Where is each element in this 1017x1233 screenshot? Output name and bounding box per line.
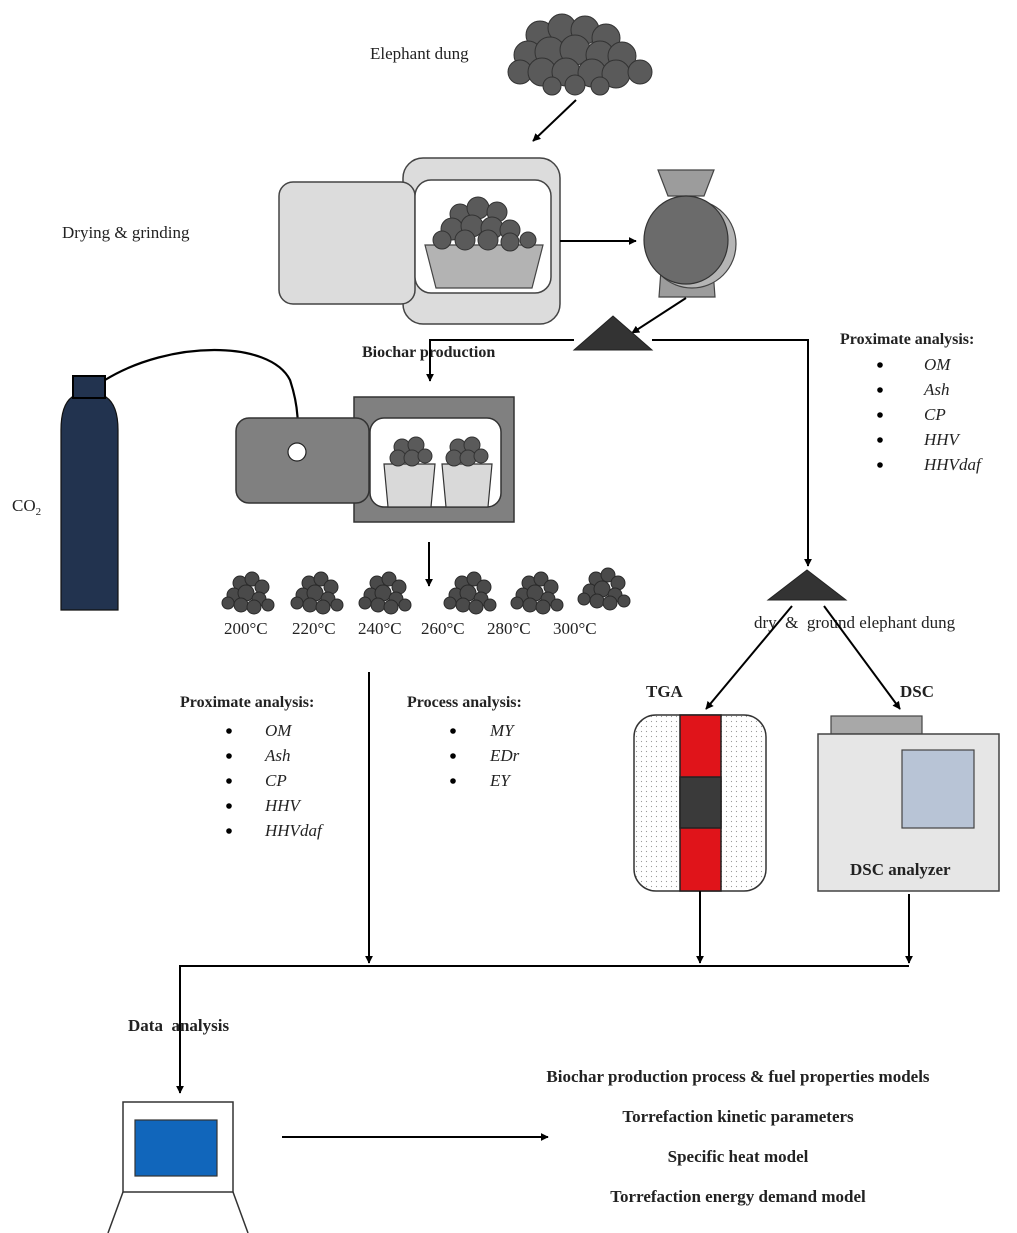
proximate-left-item: Ash (264, 746, 291, 765)
proximate-left-item: CP (265, 771, 287, 790)
elephant-dung-label: Elephant dung (370, 44, 469, 63)
dsc-instrument (817, 715, 1000, 892)
dsc-analyzer-label: DSC analyzer (850, 860, 951, 879)
grinder-mill (643, 169, 737, 298)
arrow-splitter-to-tga (705, 605, 793, 710)
proximate-right-item: CP (924, 405, 946, 424)
data-analysis-label: Data analysis (128, 1016, 229, 1035)
co2-cylinder (60, 375, 119, 611)
proximate-analysis-left: Proximate analysis: OM Ash CP HHV HHVdaf (180, 694, 324, 840)
proximate-right-item: OM (924, 355, 951, 374)
proximate-left-item: HHVdaf (264, 821, 324, 840)
proximate-right-item: HHV (923, 430, 962, 449)
temperature-label: 220°C (292, 619, 336, 638)
dry-ground-dung-label: dry & ground elephant dung (754, 613, 956, 632)
drying-oven (278, 157, 561, 325)
model-outputs: Biochar production process & fuel proper… (546, 1067, 930, 1206)
proximate-analysis-right: Proximate analysis: OM Ash CP HHV HHVdaf (840, 331, 983, 474)
line-splitter-to-analysis (652, 339, 812, 567)
computer (107, 1101, 249, 1233)
process-analysis: Process analysis: MY EDr EY (407, 694, 522, 790)
proximate-right-title: Proximate analysis: (840, 331, 974, 348)
line-collector (176, 965, 909, 1094)
arrow-splitter-to-dsc (823, 605, 901, 710)
arrow-dung-to-oven (532, 99, 577, 142)
splitter-bottom (766, 569, 848, 601)
biochar-production-label: Biochar production (362, 344, 495, 361)
elephant-dung-pile (507, 13, 653, 96)
dsc-label: DSC (900, 682, 934, 701)
temperature-label: 240°C (358, 619, 402, 638)
proximate-left-title: Proximate analysis: (180, 694, 314, 711)
line-splitter-to-reactor (426, 339, 574, 382)
process-analysis-title: Process analysis: (407, 694, 522, 711)
biochar-samples (221, 567, 631, 615)
splitter-top (572, 315, 654, 351)
tga-label: TGA (646, 682, 684, 701)
temperature-label: 280°C (487, 619, 531, 638)
proximate-right-item: HHVdaf (923, 455, 983, 474)
temperature-label: 260°C (421, 619, 465, 638)
output-item: Torrefaction kinetic parameters (622, 1107, 854, 1126)
proximate-left-item: OM (265, 721, 292, 740)
arrow-grinder-to-splitter (631, 297, 687, 334)
temperature-label: 300°C (553, 619, 597, 638)
proximate-right-item: Ash (923, 380, 950, 399)
drying-grinding-label: Drying & grinding (62, 223, 190, 242)
co2-label: CO2 (12, 496, 41, 518)
process-analysis-item: MY (489, 721, 515, 740)
output-item: Biochar production process & fuel proper… (546, 1067, 930, 1086)
process-analysis-item: EY (489, 771, 511, 790)
torrefaction-reactor (235, 396, 515, 523)
temperature-labels: 200°C 220°C 240°C 260°C 280°C 300°C (224, 619, 597, 638)
output-item: Torrefaction energy demand model (610, 1187, 866, 1206)
output-item: Specific heat model (668, 1147, 809, 1166)
temperature-label: 200°C (224, 619, 268, 638)
proximate-left-item: HHV (264, 796, 303, 815)
process-analysis-item: EDr (489, 746, 520, 765)
tga-instrument (633, 714, 767, 892)
